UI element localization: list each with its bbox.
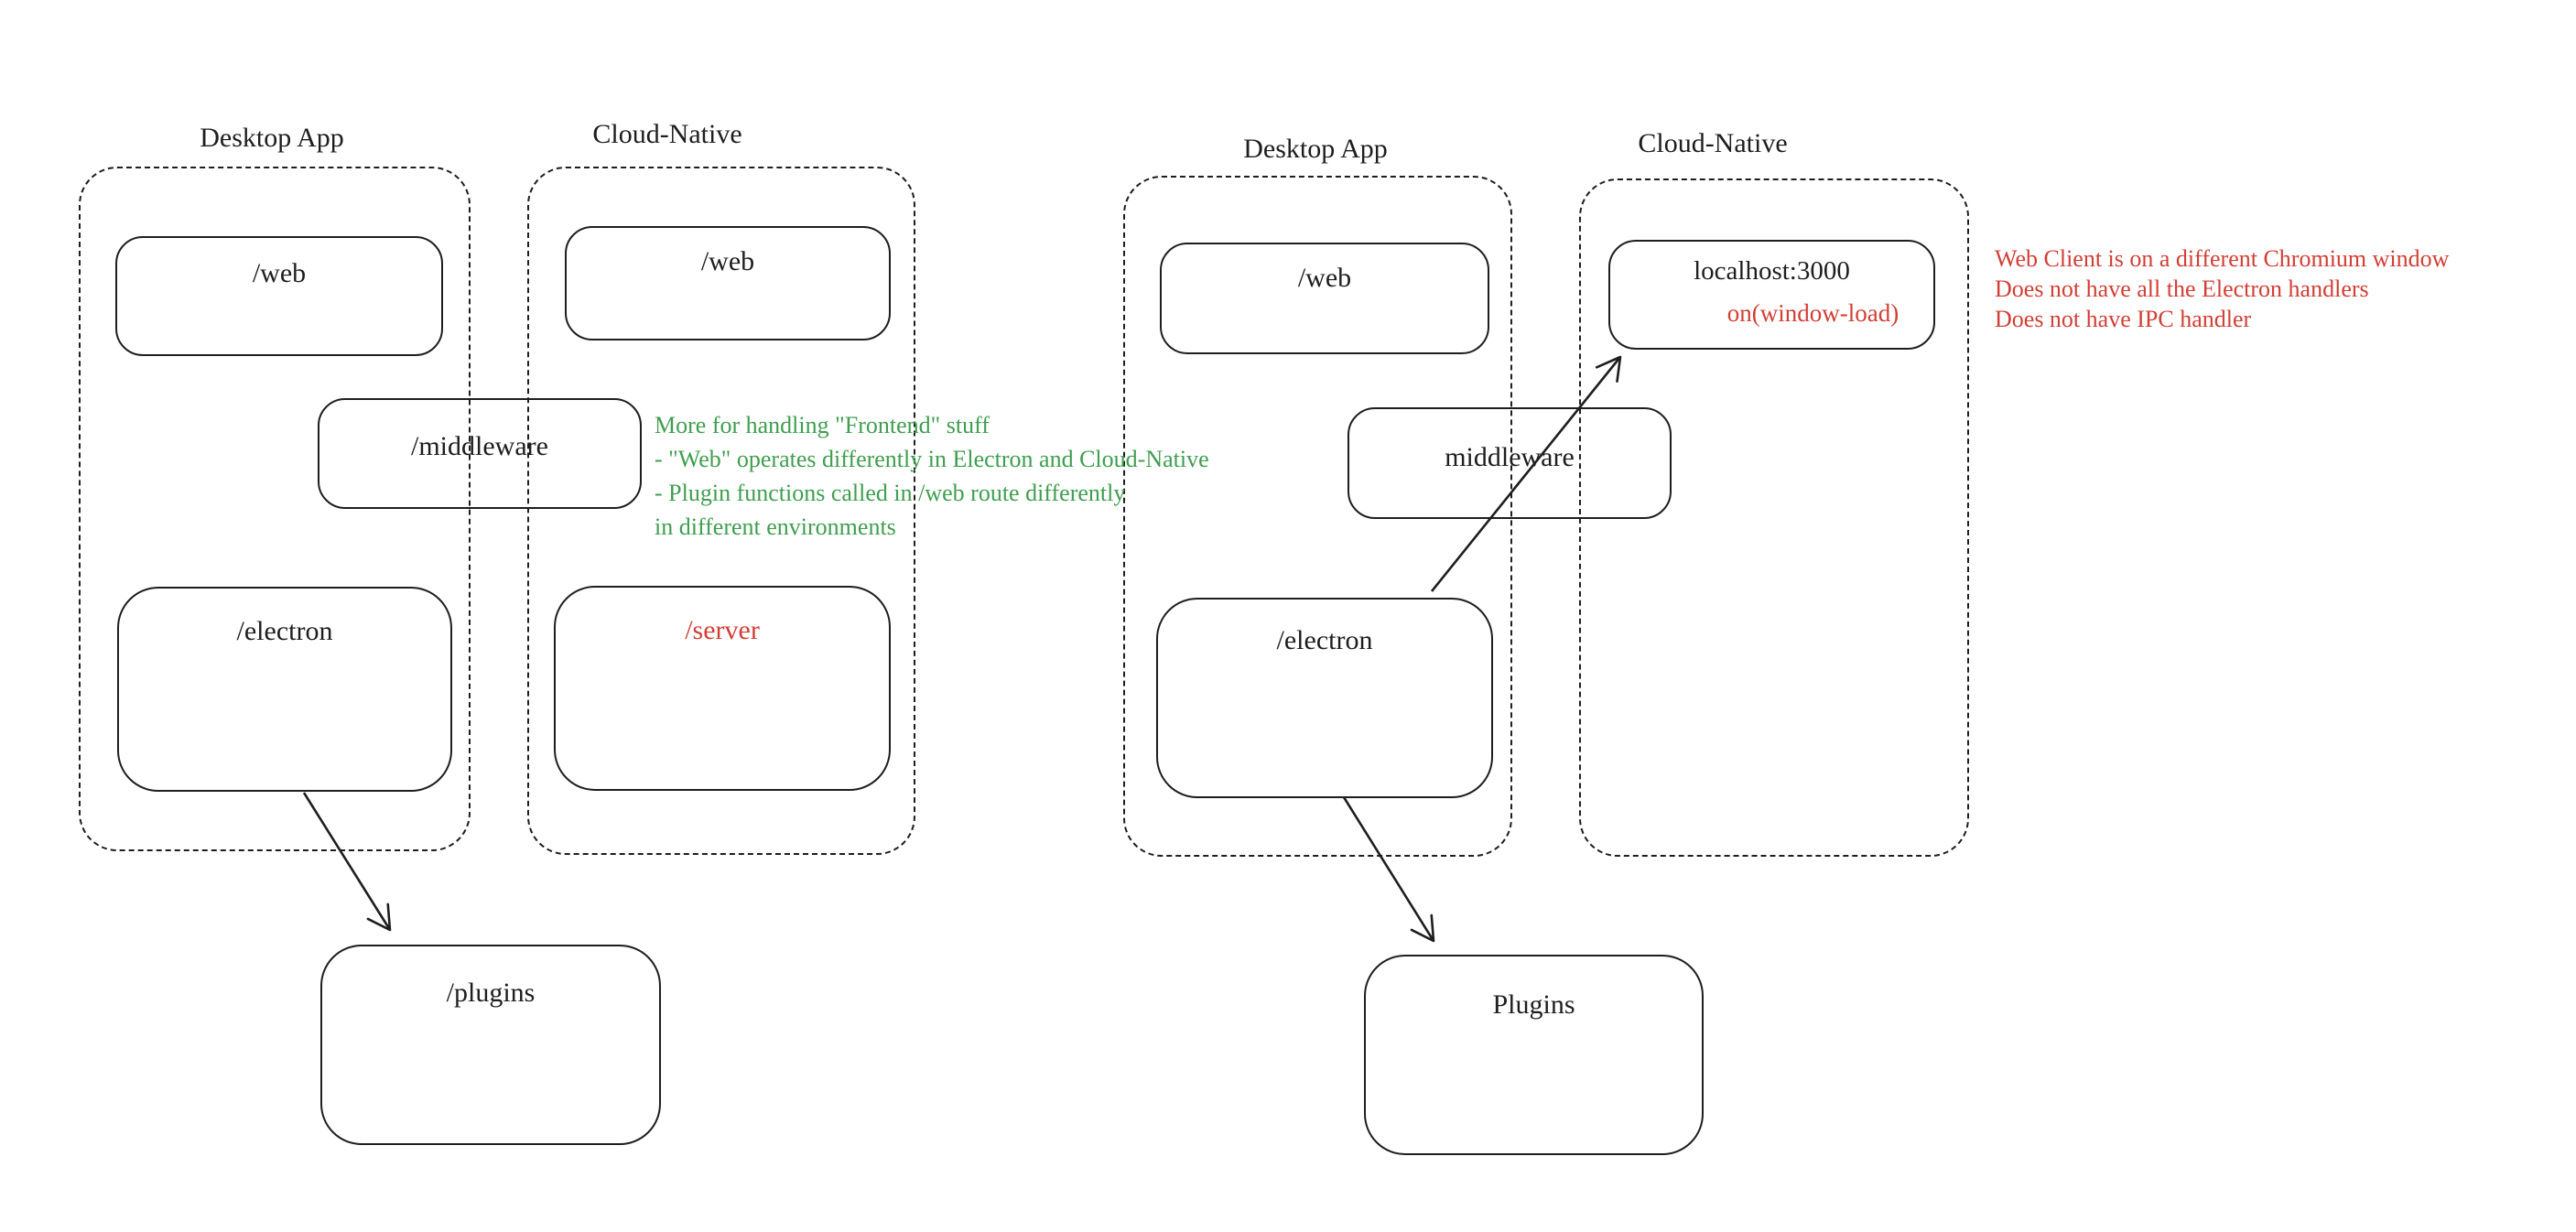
red-note-line: Web Client is on a different Chromium wi… <box>1995 245 2450 272</box>
web-box-desktop-left: /web <box>115 236 443 356</box>
plugins-box-right: Plugins <box>1364 955 1704 1155</box>
green-note-line: - Plugin functions called in /web route … <box>655 480 1126 506</box>
green-note-line: More for handling "Frontend" stuff <box>655 412 990 438</box>
electron-box-left-label: /electron <box>236 616 333 646</box>
desktop-app-label-right: Desktop App <box>1243 134 1388 164</box>
window-load-label: on(window-load) <box>1726 299 1900 327</box>
plugins-box-right-label: Plugins <box>1492 989 1575 1020</box>
plugins-box-left: /plugins <box>320 945 661 1145</box>
server-box-left: /server <box>554 586 891 791</box>
cloud-native-label-right: Cloud-Native <box>1638 128 1788 158</box>
middleware-box-left: /middleware <box>318 398 642 509</box>
red-note-line: Does not have IPC handler <box>1995 306 2252 332</box>
web-box-cloud-left-label: /web <box>700 246 755 276</box>
web-box-desktop-right: /web <box>1160 243 1489 354</box>
red-note-line: Does not have all the Electron handlers <box>1995 276 2369 302</box>
middleware-box-right-label: middleware <box>1445 442 1575 472</box>
web-box-cloud-left: /web <box>565 226 891 340</box>
server-box-left-label: /server <box>685 615 760 645</box>
web-box-desktop-right-label: /web <box>1297 263 1352 293</box>
web-box-desktop-left-label: /web <box>252 258 307 288</box>
electron-box-right-label: /electron <box>1276 625 1373 655</box>
desktop-app-container-left <box>79 167 471 851</box>
cloud-native-label-left: Cloud-Native <box>592 119 742 149</box>
plugins-box-left-label: /plugins <box>446 978 536 1008</box>
middleware-box-left-label: /middleware <box>411 431 548 461</box>
middleware-box-right: middleware <box>1348 407 1672 519</box>
green-note-line: in different environments <box>655 513 896 540</box>
localhost-box-label: localhost:3000 <box>1694 256 1850 286</box>
desktop-app-label-left: Desktop App <box>200 123 344 153</box>
cloud-native-container-left <box>527 167 915 855</box>
localhost-box-right: localhost:3000 on(window-load) <box>1608 240 1935 350</box>
green-note-line: - "Web" operates differently in Electron… <box>655 446 1209 472</box>
electron-box-left: /electron <box>117 587 452 792</box>
electron-box-right: /electron <box>1156 598 1493 798</box>
